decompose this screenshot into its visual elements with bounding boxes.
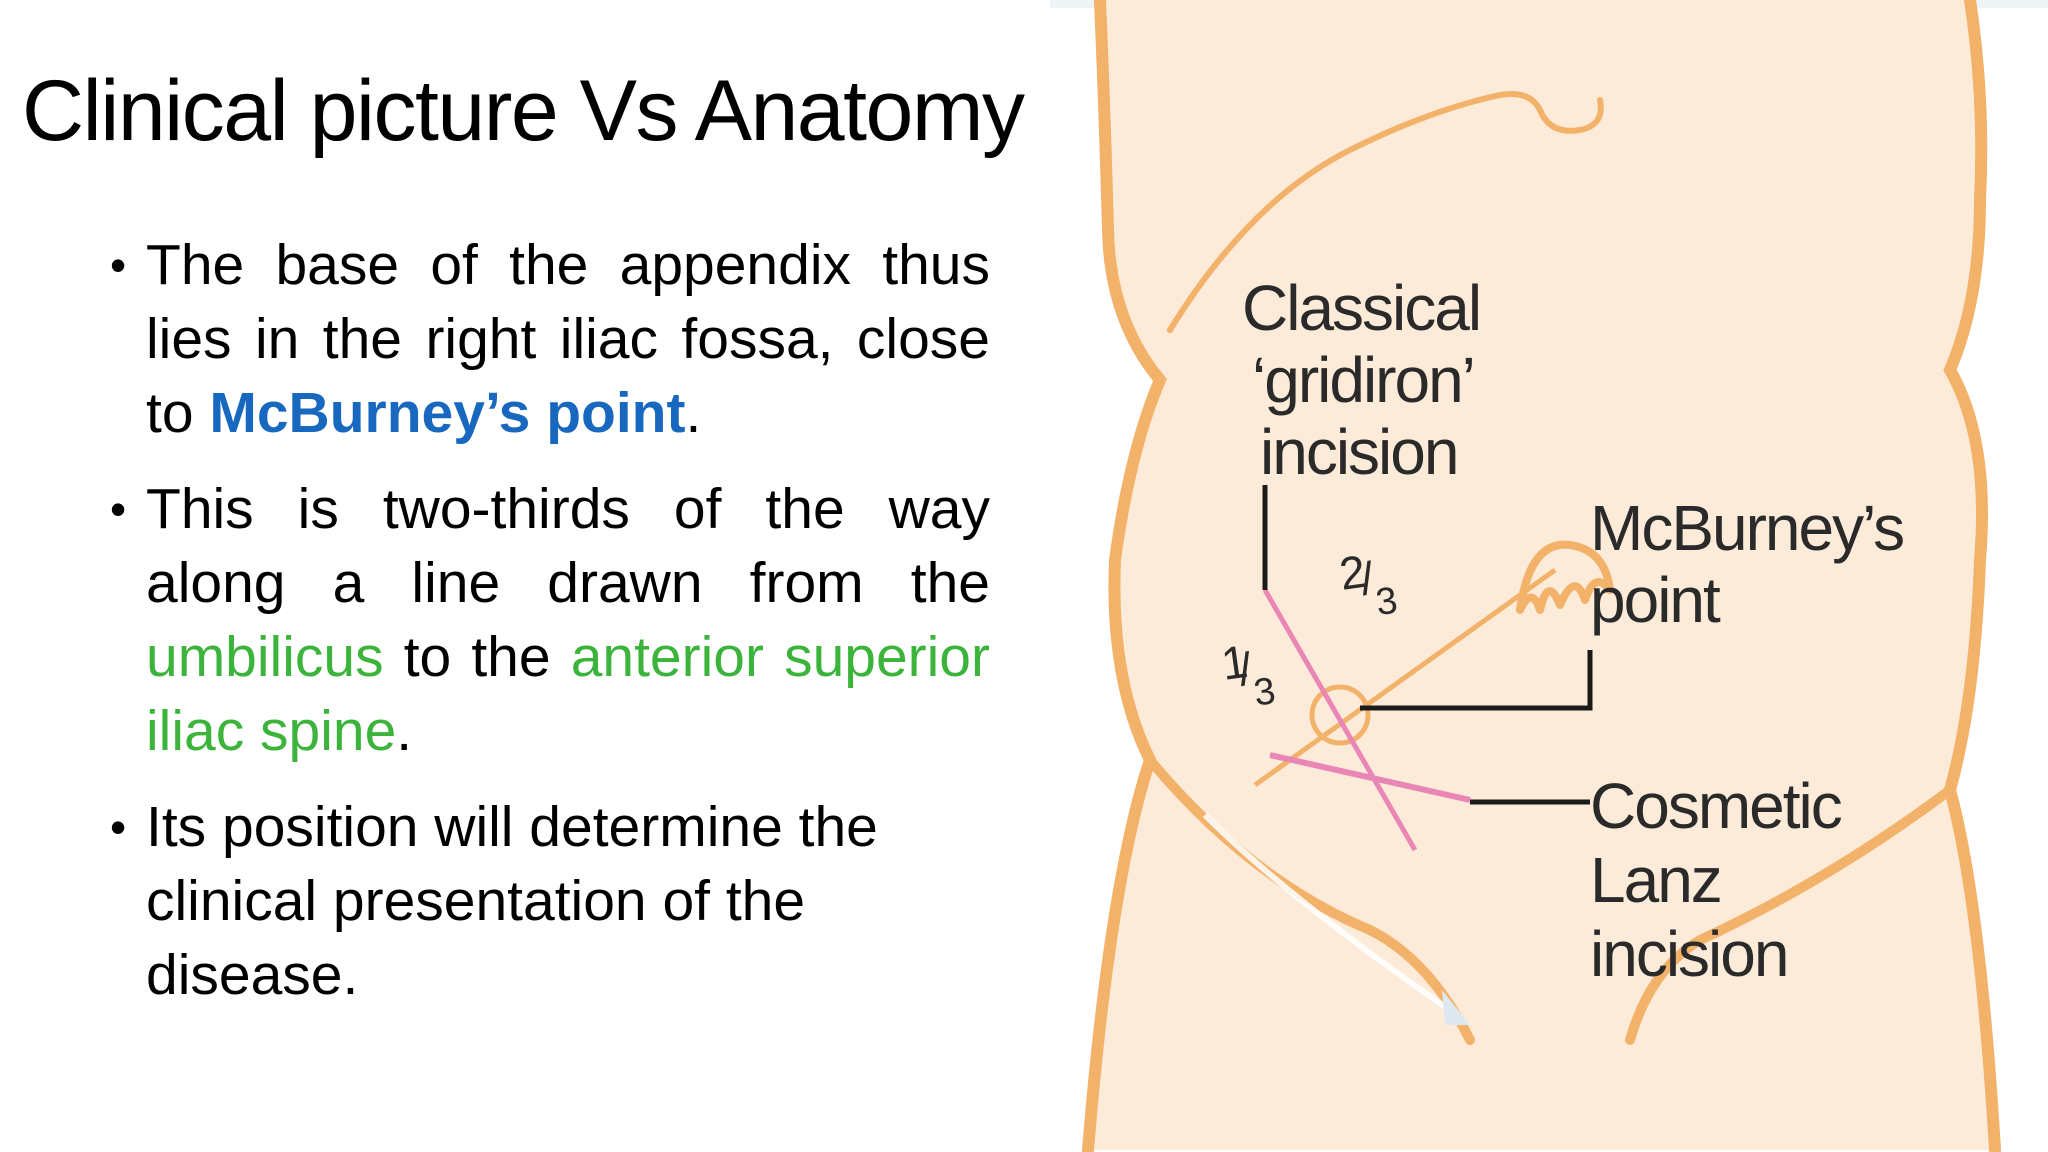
- inguinal-arrow-head: [1442, 990, 1470, 1025]
- gridiron-incision: [1262, 588, 1418, 852]
- bullet-text-part: The base of the appendix thus lies in th…: [146, 233, 990, 445]
- label-line: Classical: [1242, 272, 1480, 344]
- label-line: Cosmetic: [1590, 770, 1842, 842]
- abdomen-diagram: Classical ‘gridiron’ incision McBurney’s…: [1050, 0, 2048, 1152]
- bullet-text-part: Its position will determine the clinical…: [146, 795, 878, 1007]
- asis-term: anterior superior iliac spine: [146, 625, 990, 763]
- mcburney-leader-line: [1360, 650, 1593, 711]
- bullet-item: • This is two-thirds of the way along a …: [110, 472, 990, 768]
- umbilicus-term: umbilicus: [146, 625, 384, 689]
- bullet-dot-icon: •: [110, 239, 127, 291]
- torso-skin: [1088, 0, 1995, 1150]
- slide-title: Clinical picture Vs Anatomy: [22, 63, 1025, 159]
- abdomen-diagram-svg: Classical ‘gridiron’ incision McBurney’s…: [1050, 0, 2048, 1152]
- costal-margin-curve: [1167, 91, 1604, 333]
- bullet-text-part: This is two-thirds of the way along a li…: [146, 477, 990, 615]
- cosmetic-lanz-label: Cosmetic Lanz incision: [1590, 770, 1857, 990]
- bullet-item: • Its position will determine the clinic…: [110, 790, 990, 1012]
- mcburney-point-term: McBurney’s point: [209, 381, 686, 445]
- one-third-fraction: 1 / 3: [1218, 635, 1278, 715]
- bullet-item: • The base of the appendix thus lies in …: [110, 228, 990, 450]
- two-thirds-fraction: 2 / 3: [1336, 545, 1400, 624]
- label-line: ‘gridiron’: [1252, 344, 1473, 416]
- bullet-dot-icon: •: [110, 483, 127, 535]
- lanz-incision: [1269, 752, 1471, 803]
- bullet-text-part: .: [396, 699, 413, 763]
- label-line: Lanz: [1590, 844, 1721, 916]
- torso-outline-right: [1943, 0, 2001, 1152]
- umbilicus-mark: [1516, 540, 1614, 614]
- right-inguinal-curve: [1625, 785, 1955, 1045]
- label-line: incision: [1590, 918, 1787, 990]
- inguinal-ligament-line: [1202, 812, 1452, 1013]
- bullet-list: • The base of the appendix thus lies in …: [110, 228, 990, 1034]
- classical-gridiron-label: Classical ‘gridiron’ incision: [1242, 272, 1496, 488]
- mcburney-point-marker: [1309, 684, 1371, 746]
- bullet-text-part: .: [685, 381, 702, 445]
- mcburney-point-label: McBurney’s point: [1590, 492, 1919, 636]
- label-line: incision: [1260, 416, 1457, 488]
- spino-umbilical-line: [1253, 567, 1557, 788]
- label-line: point: [1590, 564, 1721, 636]
- label-line: McBurney’s: [1590, 492, 1903, 564]
- bullet-text-part: to the: [383, 625, 571, 689]
- torso-outline-left: [1082, 0, 1167, 1152]
- bullet-dot-icon: •: [110, 801, 127, 853]
